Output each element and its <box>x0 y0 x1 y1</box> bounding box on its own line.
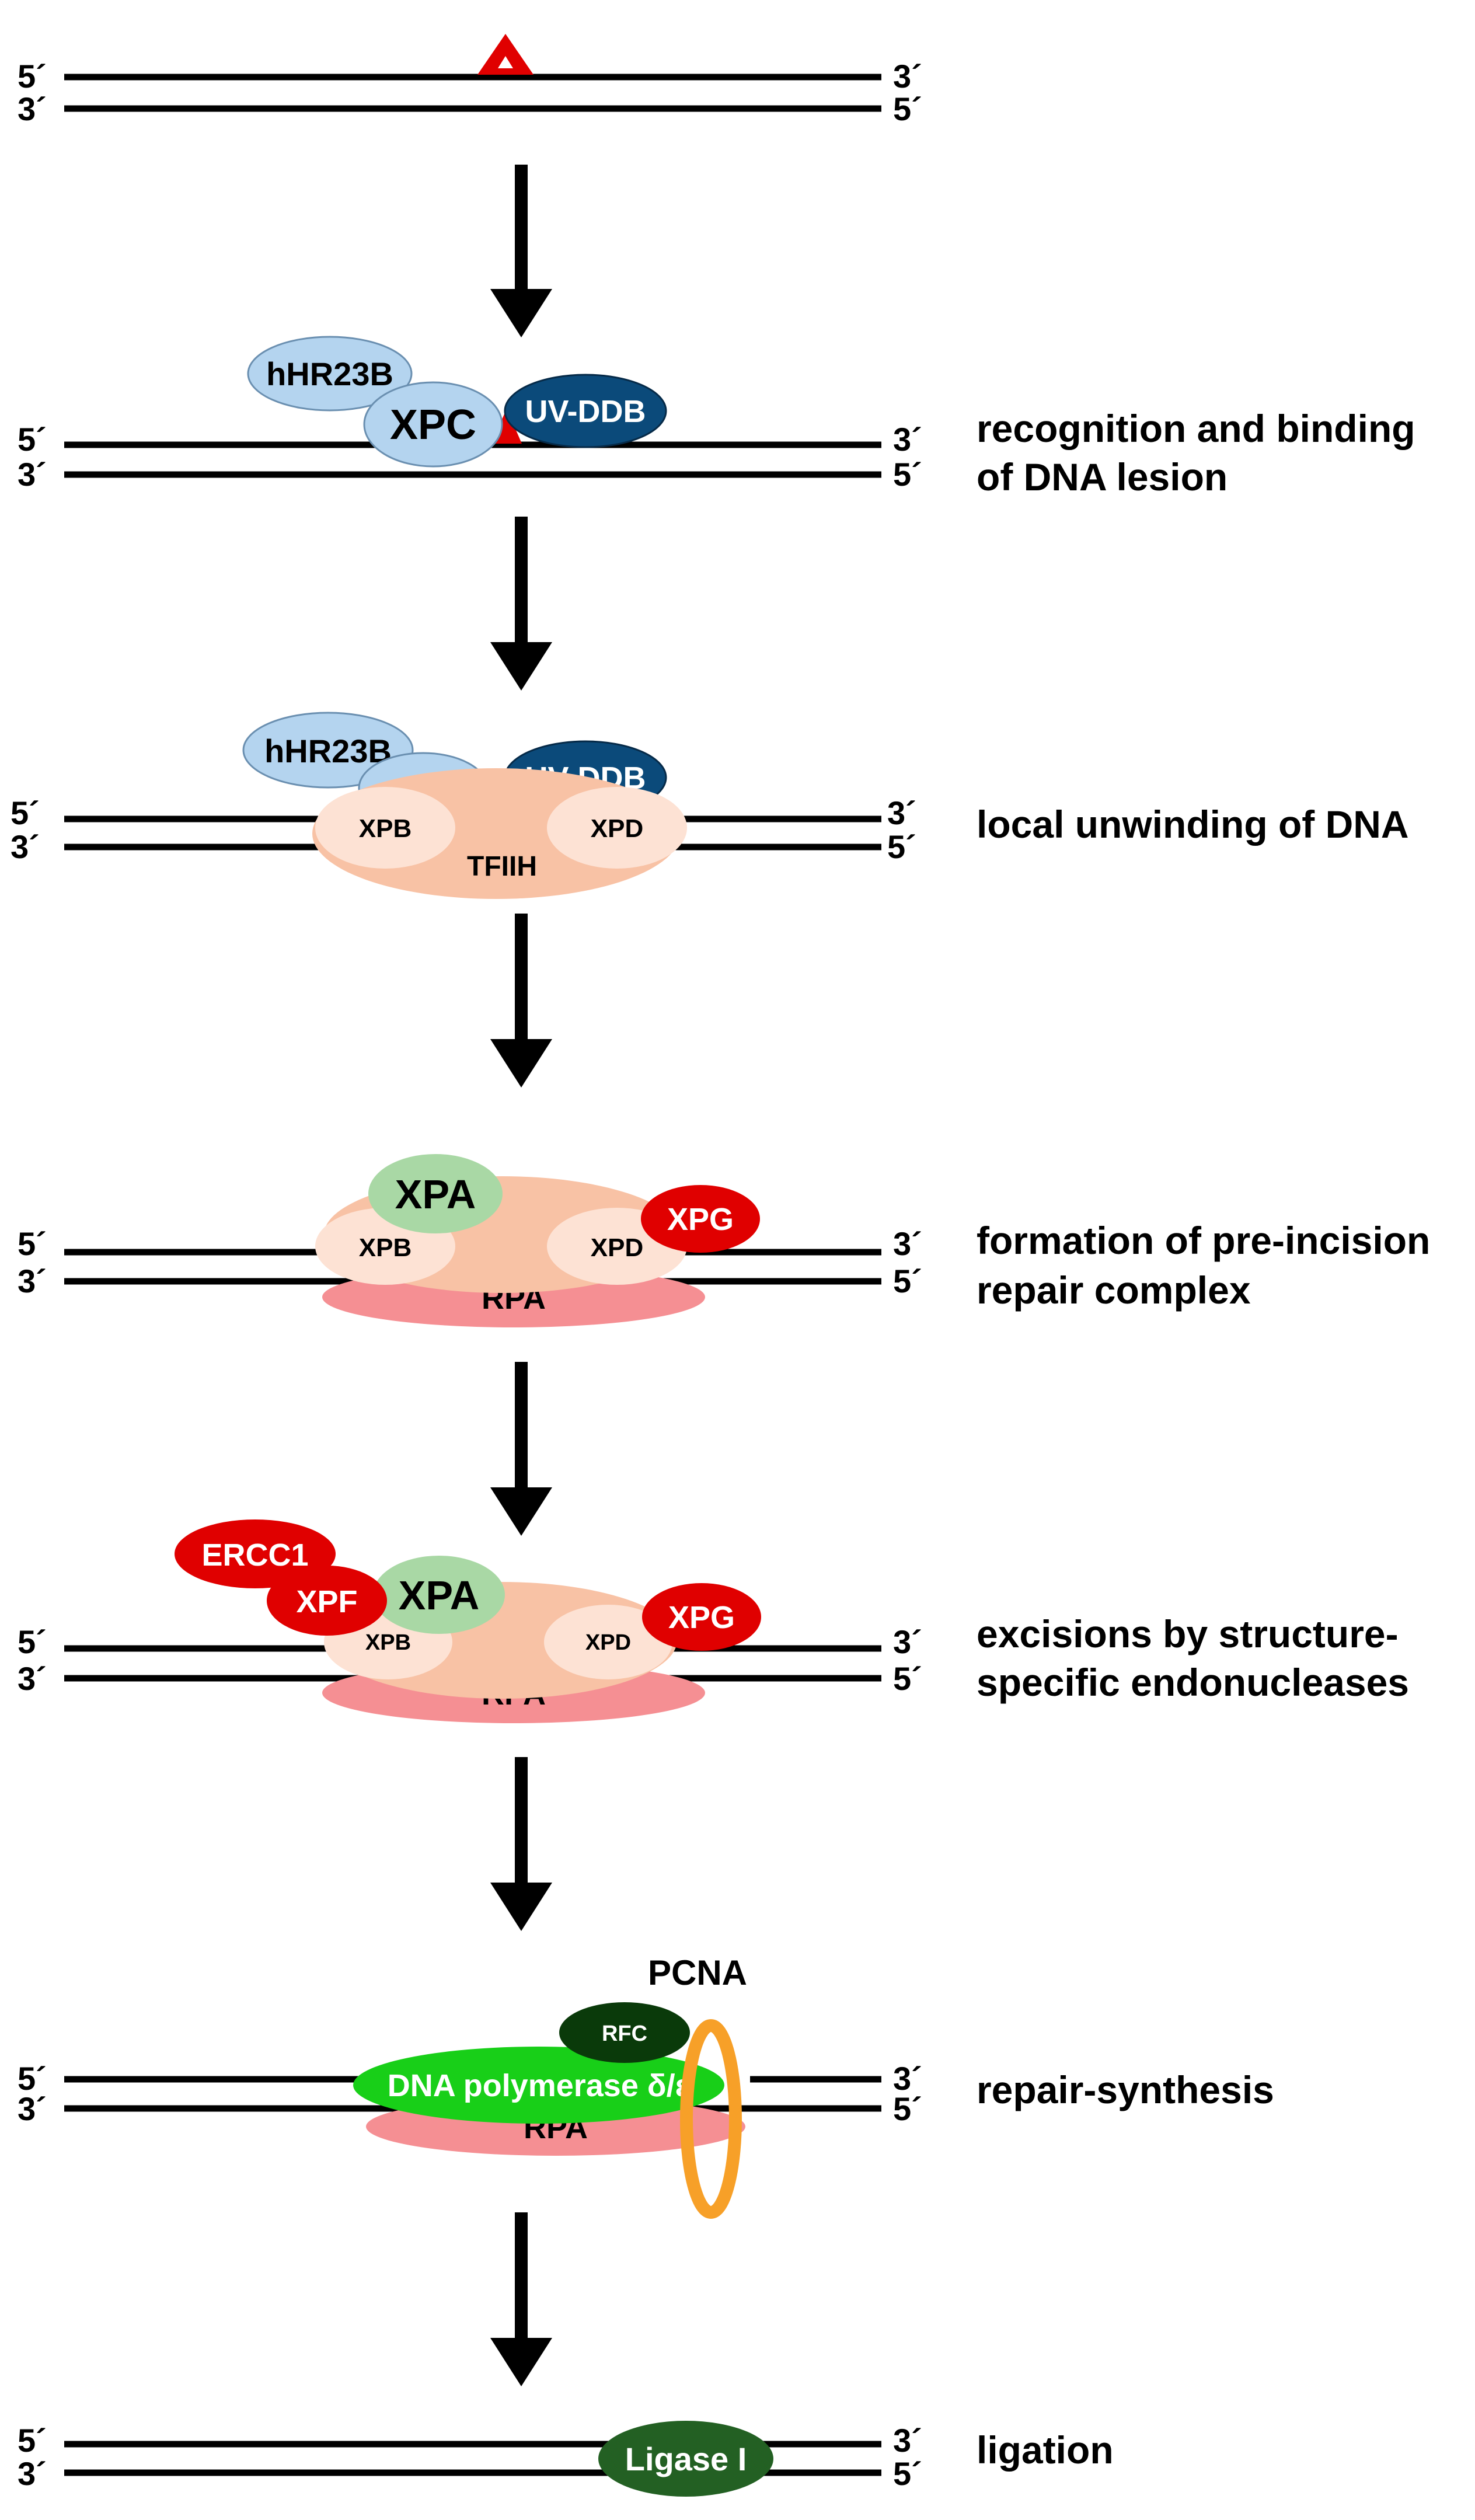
protein-xpg: XPG <box>642 1583 761 1651</box>
protein-xpd: XPD <box>544 1605 672 1679</box>
step-1-recognition: 5´ 3´ 3´ 5´ hHR23B XPC UV-DDB recognitio… <box>18 336 1415 499</box>
protein-uv-ddb: UV-DDB <box>504 374 667 448</box>
dna-duplex: 5´ 3´ 3´ 5´ <box>18 2422 922 2492</box>
arrow-3-head <box>490 1039 552 1088</box>
protein-hhr23b: hHR23B <box>247 336 413 412</box>
strand-end-bottom-left: 3´ <box>18 456 47 493</box>
step-6-ligation: 5´ 3´ 3´ 5´ Ligase I ligation <box>18 2421 1114 2497</box>
strand-end-bottom-right: 5´ <box>893 2455 922 2492</box>
strand-end-top-left: 5´ <box>11 794 40 831</box>
strand-end-bottom-left: 3´ <box>11 828 40 865</box>
strand-end-bottom-right: 5´ <box>887 828 916 865</box>
strand-end-top-right: 3´ <box>893 58 922 95</box>
strand-end-top-left: 5´ <box>18 2422 47 2459</box>
dna-duplex: 5´ 3´ 3´ 5´ <box>18 58 922 127</box>
strand-end-top-left: 5´ <box>18 1623 47 1660</box>
step-label-line-2: specific endonucleases <box>977 1661 1409 1704</box>
protein-xpb: XPB <box>315 787 455 869</box>
svg-text:DNA polymerase δ/ε: DNA polymerase δ/ε <box>388 2068 691 2103</box>
protein-xpg: XPG <box>641 1185 760 1253</box>
protein-rfc: RFC <box>559 2002 690 2063</box>
svg-text:ERCC1: ERCC1 <box>201 1538 308 1573</box>
step-label-line-2: of DNA lesion <box>977 455 1228 499</box>
svg-text:XPG: XPG <box>667 1202 734 1237</box>
strand-end-top-right: 3´ <box>893 1623 922 1660</box>
strand-end-bottom-left: 3´ <box>18 2090 47 2127</box>
step-label-line-1: ligation <box>977 2428 1114 2472</box>
svg-text:XPC: XPC <box>390 402 476 448</box>
dna-lesion-triangle-inner <box>498 56 513 68</box>
protein-ligase-i: Ligase I <box>598 2421 773 2497</box>
svg-text:XPA: XPA <box>399 1573 480 1618</box>
svg-text:XPA: XPA <box>395 1172 476 1217</box>
strand-end-bottom-left: 3´ <box>18 1660 47 1697</box>
step-0-lesion: 5´ 3´ 3´ 5´ <box>18 34 922 127</box>
strand-end-bottom-right: 5´ <box>893 90 922 127</box>
svg-text:RFC: RFC <box>602 2021 647 2046</box>
strand-end-bottom-right: 5´ <box>893 1263 922 1299</box>
svg-text:XPB: XPB <box>359 814 412 843</box>
svg-text:XPD: XPD <box>585 1630 631 1655</box>
svg-text:hHR23B: hHR23B <box>266 355 393 392</box>
strand-end-top-right: 3´ <box>893 2060 922 2097</box>
strand-end-bottom-right: 5´ <box>893 2090 922 2127</box>
svg-text:XPB: XPB <box>359 1233 412 1262</box>
step-label-line-1: recognition and binding <box>977 407 1415 450</box>
strand-end-top-right: 3´ <box>887 794 916 831</box>
svg-text:XPG: XPG <box>668 1600 735 1635</box>
arrow-2-head <box>490 642 552 691</box>
strand-end-top-left: 5´ <box>18 58 47 95</box>
arrow-5-head <box>490 1883 552 1931</box>
svg-text:XPB: XPB <box>365 1630 411 1655</box>
svg-text:XPD: XPD <box>591 814 643 843</box>
pcna-ring-front <box>680 2019 712 2219</box>
strand-end-top-left: 5´ <box>18 1225 47 1262</box>
strand-end-top-left: 5´ <box>18 2060 47 2097</box>
svg-text:TFIIH: TFIIH <box>467 851 537 882</box>
step-label-line-1: formation of pre-incision <box>977 1219 1430 1262</box>
svg-text:XPF: XPF <box>296 1584 357 1619</box>
protein-xpa: XPA <box>368 1154 503 1233</box>
svg-text:UV-DDB: UV-DDB <box>525 394 646 429</box>
step-2-unwinding: 5´ 3´ 3´ 5´ hHR23B UV-DDB TFIIH XPB XPD … <box>11 712 1409 899</box>
strand-end-top-left: 5´ <box>18 421 47 458</box>
protein-xpc: XPC <box>363 381 503 468</box>
protein-dna-polymerase: DNA polymerase δ/ε <box>353 2047 724 2124</box>
step-label-line-2: repair complex <box>977 1268 1251 1312</box>
arrow-4-head <box>490 1487 552 1536</box>
strand-end-top-right: 3´ <box>893 1225 922 1262</box>
strand-end-bottom-left: 3´ <box>18 2455 47 2492</box>
strand-end-bottom-left: 3´ <box>18 1263 47 1299</box>
step-4-excisions: 5´ 3´ 3´ 5´ RPA XPB XPD XPA ERCC1 XPF <box>18 1519 1409 1723</box>
protein-xpf: XPF <box>267 1566 387 1636</box>
dna-lesion-triangle <box>477 34 533 75</box>
svg-text:XPD: XPD <box>591 1233 643 1262</box>
svg-text:hHR23B: hHR23B <box>264 733 392 769</box>
protein-xpd: XPD <box>547 787 687 869</box>
arrow-6-head <box>490 2338 552 2386</box>
step-label-line-1: repair-synthesis <box>977 2068 1274 2111</box>
step-label-line-1: local unwinding of DNA <box>977 803 1409 846</box>
pcna-ring-back <box>710 2019 742 2219</box>
arrow-1-head <box>490 289 552 337</box>
strand-end-bottom-right: 5´ <box>893 1660 922 1697</box>
step-3-pre-incision: 5´ 3´ 3´ 5´ RPA XPB XPD XPA XPG formatio… <box>18 1154 1430 1327</box>
protein-pcna-label: PCNA <box>648 1953 747 1992</box>
step-label-line-1: excisions by structure- <box>977 1612 1399 1655</box>
protein-xpa: XPA <box>373 1556 505 1634</box>
step-5-repair-synthesis: 5´ 3´ 3´ 5´ RPA DNA polymerase δ/ε RFC P… <box>18 1953 1274 2219</box>
svg-text:Ligase I: Ligase I <box>625 2441 747 2477</box>
strand-end-bottom-right: 5´ <box>893 456 922 493</box>
strand-end-top-right: 3´ <box>893 421 922 458</box>
strand-end-top-right: 3´ <box>893 2422 922 2459</box>
strand-end-bottom-left: 3´ <box>18 90 47 127</box>
